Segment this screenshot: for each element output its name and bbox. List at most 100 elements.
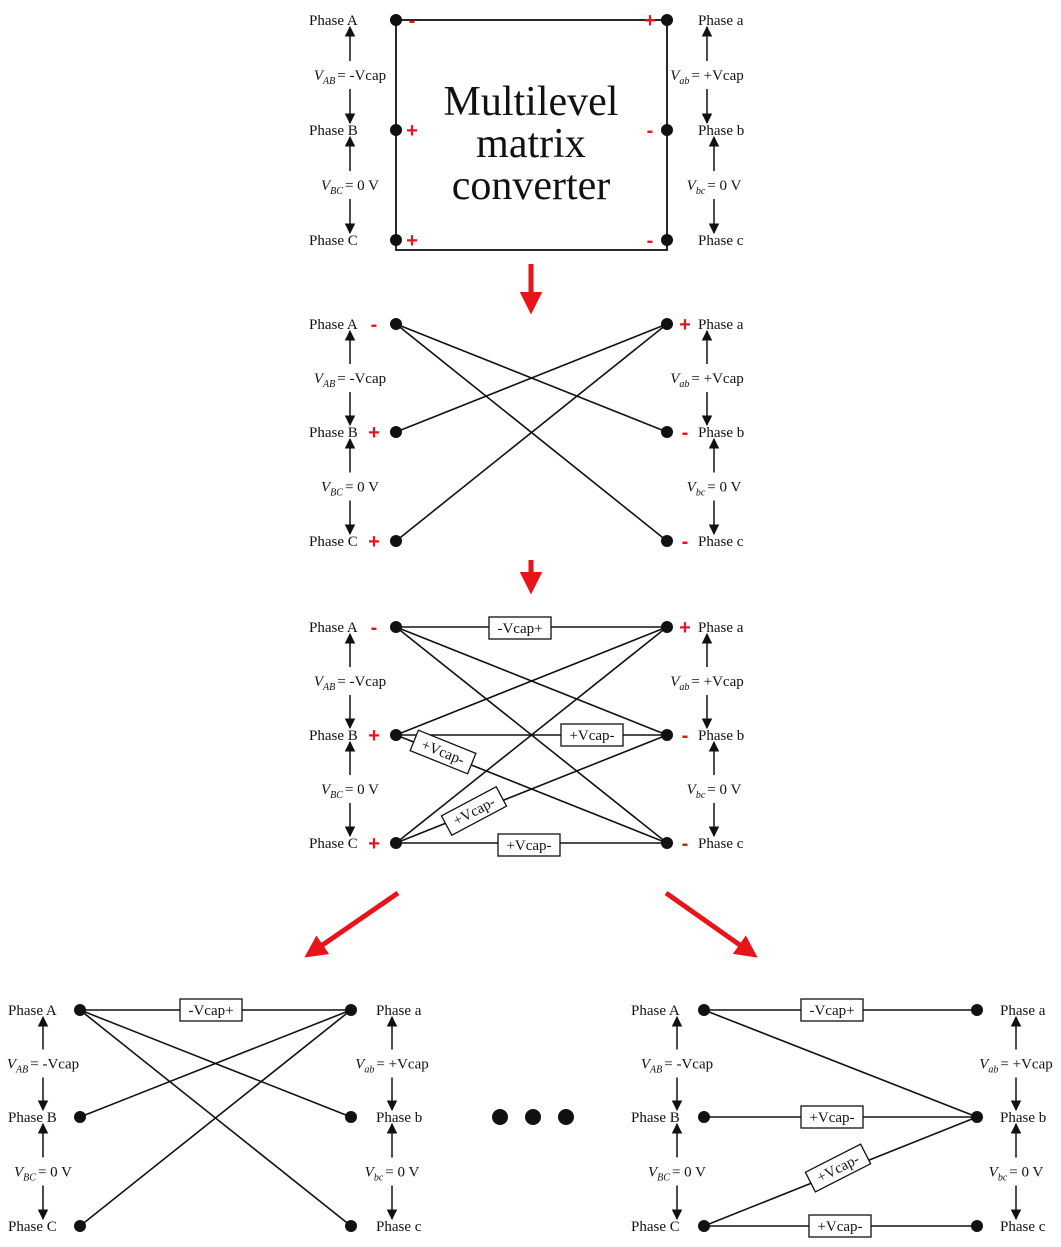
voltage-label: Vab= +Vcap [670,371,744,390]
node-right [661,426,673,438]
node-right [971,1111,983,1123]
phase-label-right: Phase a [1000,1003,1046,1019]
voltage-label: VAB= -Vcap [314,68,386,87]
wire [395,734,668,844]
plus-sign: + [679,617,691,639]
converter-title-line2: matrix [476,121,586,167]
ellipsis-dot [525,1109,541,1125]
minus-sign: - [371,314,378,336]
capacitor-box: +Vcap- [800,1105,864,1129]
phase-label-right: Phase a [698,620,744,636]
phase-label-left: Phase A [309,13,358,29]
node-right [661,837,673,849]
voltage-ab: Vab= +Vcap [355,1015,429,1112]
plus-sign: + [644,10,656,32]
node-right [971,1004,983,1016]
voltage-label: VAB= -Vcap [314,674,386,693]
voltage-label: VAB= -Vcap [7,1057,79,1076]
node-right [661,729,673,741]
node-left [74,1111,86,1123]
voltage-ab: Vab= +Vcap [979,1015,1053,1112]
voltage-label: VAB= -Vcap [641,1057,713,1076]
capacitor-box: +Vcap- [560,723,624,747]
voltage-label: Vab= +Vcap [670,68,744,87]
voltage-AB: VAB= -Vcap [641,1015,713,1112]
plus-sign: + [368,725,380,747]
phase-label-left: Phase A [309,620,358,636]
capacitor-box: -Vcap+ [488,616,552,640]
phase-label-right: Phase a [698,317,744,333]
voltage-AB: VAB= -Vcap [7,1015,79,1112]
minus-sign: - [647,230,654,252]
phase-label-left: Phase C [8,1219,57,1235]
phase-label-left: Phase B [631,1110,680,1126]
node-left [390,837,402,849]
red-arrow-down-left [304,890,400,958]
plus-sign: + [368,531,380,553]
capacitor-box: +Vcap- [808,1214,872,1238]
phase-label-right: Phase b [1000,1110,1046,1126]
ellipsis-dot [492,1109,508,1125]
wire [79,1009,352,1227]
node-left [390,318,402,330]
phase-label-right: Phase b [698,425,744,441]
plus-sign: + [679,314,691,336]
node-right [971,1220,983,1232]
voltage-ab: Vab= +Vcap [670,25,744,125]
node-left [390,535,402,547]
minus-sign: - [682,531,689,553]
node-left [74,1004,86,1016]
minus-sign: - [647,120,654,142]
voltage-label: Vbc= 0 V [989,1165,1044,1184]
node-left [390,426,402,438]
node-left [698,1004,710,1016]
capacitor-label: +Vcap- [569,728,614,744]
minus-sign: - [682,725,689,747]
voltage-BC: VBC= 0 V [321,437,379,536]
voltage-label: Vbc= 0 V [687,178,742,197]
voltage-bc: Vbc= 0 V [989,1122,1044,1221]
phase-label-right: Phase c [698,534,744,550]
capacitor-box: +Vcap- [409,729,477,775]
voltage-label: VBC= 0 V [648,1165,706,1184]
voltage-label: VBC= 0 V [14,1165,72,1184]
ellipsis-dot [558,1109,574,1125]
phase-label-right: Phase a [376,1003,422,1019]
node-right [661,14,673,26]
phase-label-left: Phase A [631,1003,680,1019]
plus-sign: + [406,120,418,142]
phase-label-left: Phase C [309,233,358,249]
capacitor-label: +Vcap- [817,1219,862,1235]
voltage-label: Vbc= 0 V [687,782,742,801]
wire [79,1009,352,1118]
voltage-label: VBC= 0 V [321,480,379,499]
voltage-bc: Vbc= 0 V [687,740,742,838]
capacitor-label: +Vcap- [506,838,551,854]
node-left [390,14,402,26]
capacitor-label: +Vcap- [809,1110,854,1126]
node-right [661,318,673,330]
voltage-label: Vab= +Vcap [979,1057,1053,1076]
node-right [345,1004,357,1016]
voltage-BC: VBC= 0 V [14,1122,72,1221]
plus-sign: + [368,422,380,444]
capacitor-box: -Vcap+ [179,998,243,1022]
converter-title-line1: Multilevel [444,79,619,125]
phase-label-left: Phase B [8,1110,57,1126]
voltage-bc: Vbc= 0 V [687,135,742,235]
minus-sign: - [682,833,689,855]
node-right [345,1111,357,1123]
node-left [390,729,402,741]
phase-label-right: Phase a [698,13,744,29]
phase-label-left: Phase C [309,534,358,550]
phase-label-right: Phase c [376,1219,422,1235]
voltage-BC: VBC= 0 V [321,135,379,235]
voltage-label: VBC= 0 V [321,782,379,801]
phase-label-left: Phase B [309,425,358,441]
node-left [390,234,402,246]
voltage-label: VAB= -Vcap [314,371,386,390]
